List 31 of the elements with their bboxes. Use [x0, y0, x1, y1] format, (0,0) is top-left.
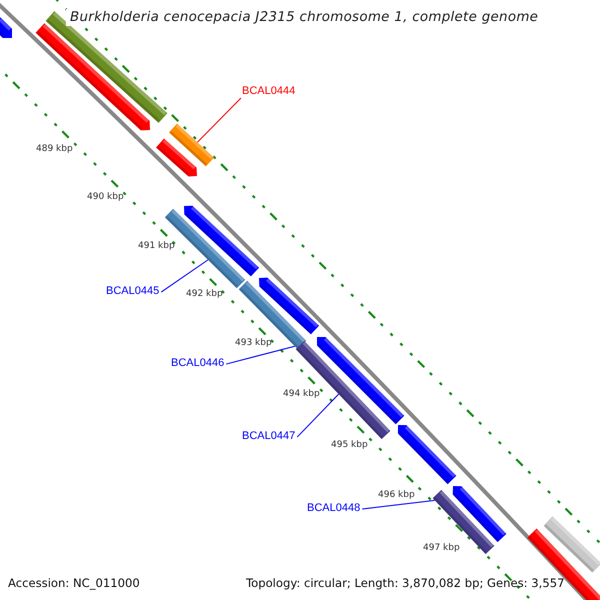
gene-feature	[156, 138, 197, 176]
leader-line	[226, 346, 296, 365]
info-text: Topology: circular; Length: 3,870,082 bp; Genes: 3,557	[245, 577, 566, 591]
scale-label: 497 kbp	[423, 544, 460, 553]
scale-label: 495 kbp	[331, 441, 368, 450]
gene-feature	[36, 23, 150, 130]
gene-label: BCAL0444	[242, 86, 296, 97]
scale-label: 494 kbp	[283, 390, 320, 399]
scale-label: 489 kbp	[36, 145, 73, 154]
gene-feature	[184, 206, 260, 276]
gene-label: BCAL0447	[242, 431, 296, 442]
gene-feature	[544, 516, 600, 573]
gene-feature	[452, 486, 506, 542]
gene-feature	[168, 124, 214, 166]
gene-feature	[259, 278, 320, 334]
scale-label: 496 kbp	[378, 491, 415, 500]
leader-line	[160, 259, 208, 293]
gene-label: BCAL0446	[171, 358, 224, 369]
gene-feature	[0, 17, 12, 38]
scale-label: 490 kbp	[87, 193, 124, 202]
leader-line	[362, 500, 436, 510]
leader-line	[296, 394, 340, 438]
scale-label: 492 kbp	[186, 290, 223, 299]
leader-line	[196, 98, 242, 143]
gene-feature	[398, 425, 456, 484]
scale-label: 493 kbp	[235, 339, 272, 348]
info-text: Accession: NC_011000	[7, 577, 141, 591]
gene-label: BCAL0445	[106, 286, 160, 297]
gene-feature	[527, 528, 600, 600]
scale-label: 491 kbp	[138, 242, 175, 251]
gene-label: BCAL0448	[307, 503, 360, 514]
